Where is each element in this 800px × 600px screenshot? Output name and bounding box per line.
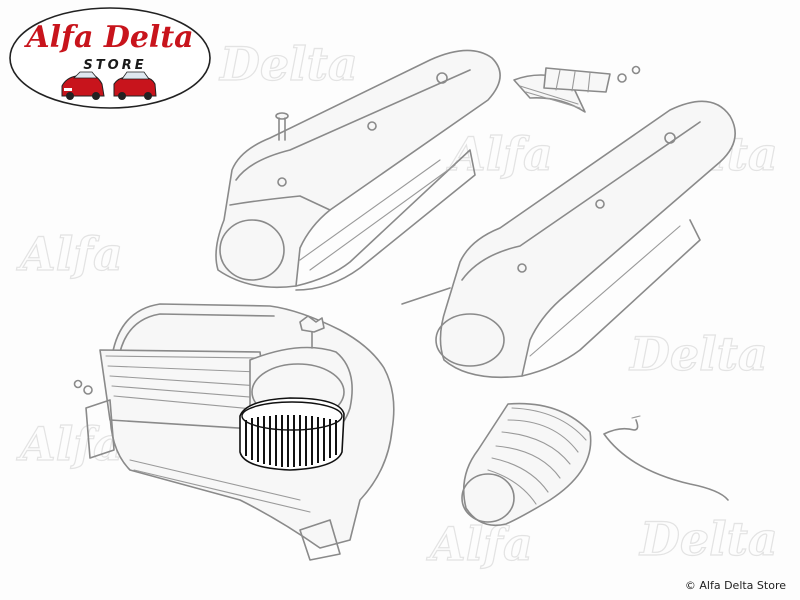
logo-ellipse	[9, 7, 211, 109]
wing-nut-icon	[299, 315, 325, 349]
nut-icon	[617, 65, 641, 83]
logo-subtitle: STORE	[83, 58, 146, 73]
watermark-text: Alfa	[426, 517, 533, 571]
watermark-text: Alfa	[16, 227, 123, 281]
cable-rod[interactable]	[603, 415, 729, 501]
air-intake-housing-upper-right[interactable]	[401, 100, 736, 379]
store-logo[interactable]: Alfa Delta STORE	[9, 7, 211, 109]
logo-title: Alfa Delta	[23, 20, 193, 55]
watermark-text: Alfa	[16, 417, 123, 471]
watermark-text: Delta	[638, 512, 778, 566]
flexible-air-hose[interactable]	[461, 402, 592, 527]
air-intake-housing-upper-left[interactable]	[215, 49, 501, 291]
copyright-notice: © Alfa Delta Store	[684, 579, 786, 592]
car-icon	[61, 71, 105, 100]
watermark-text: Delta	[218, 37, 358, 91]
nut-icon	[73, 379, 93, 395]
watermark-text: Delta	[628, 327, 768, 381]
screw-icon	[275, 112, 289, 141]
watermark-text: Alfa	[446, 127, 553, 181]
clamp-bracket[interactable]	[513, 67, 611, 113]
car-icon	[113, 71, 157, 100]
air-filter-element[interactable]	[239, 397, 345, 471]
